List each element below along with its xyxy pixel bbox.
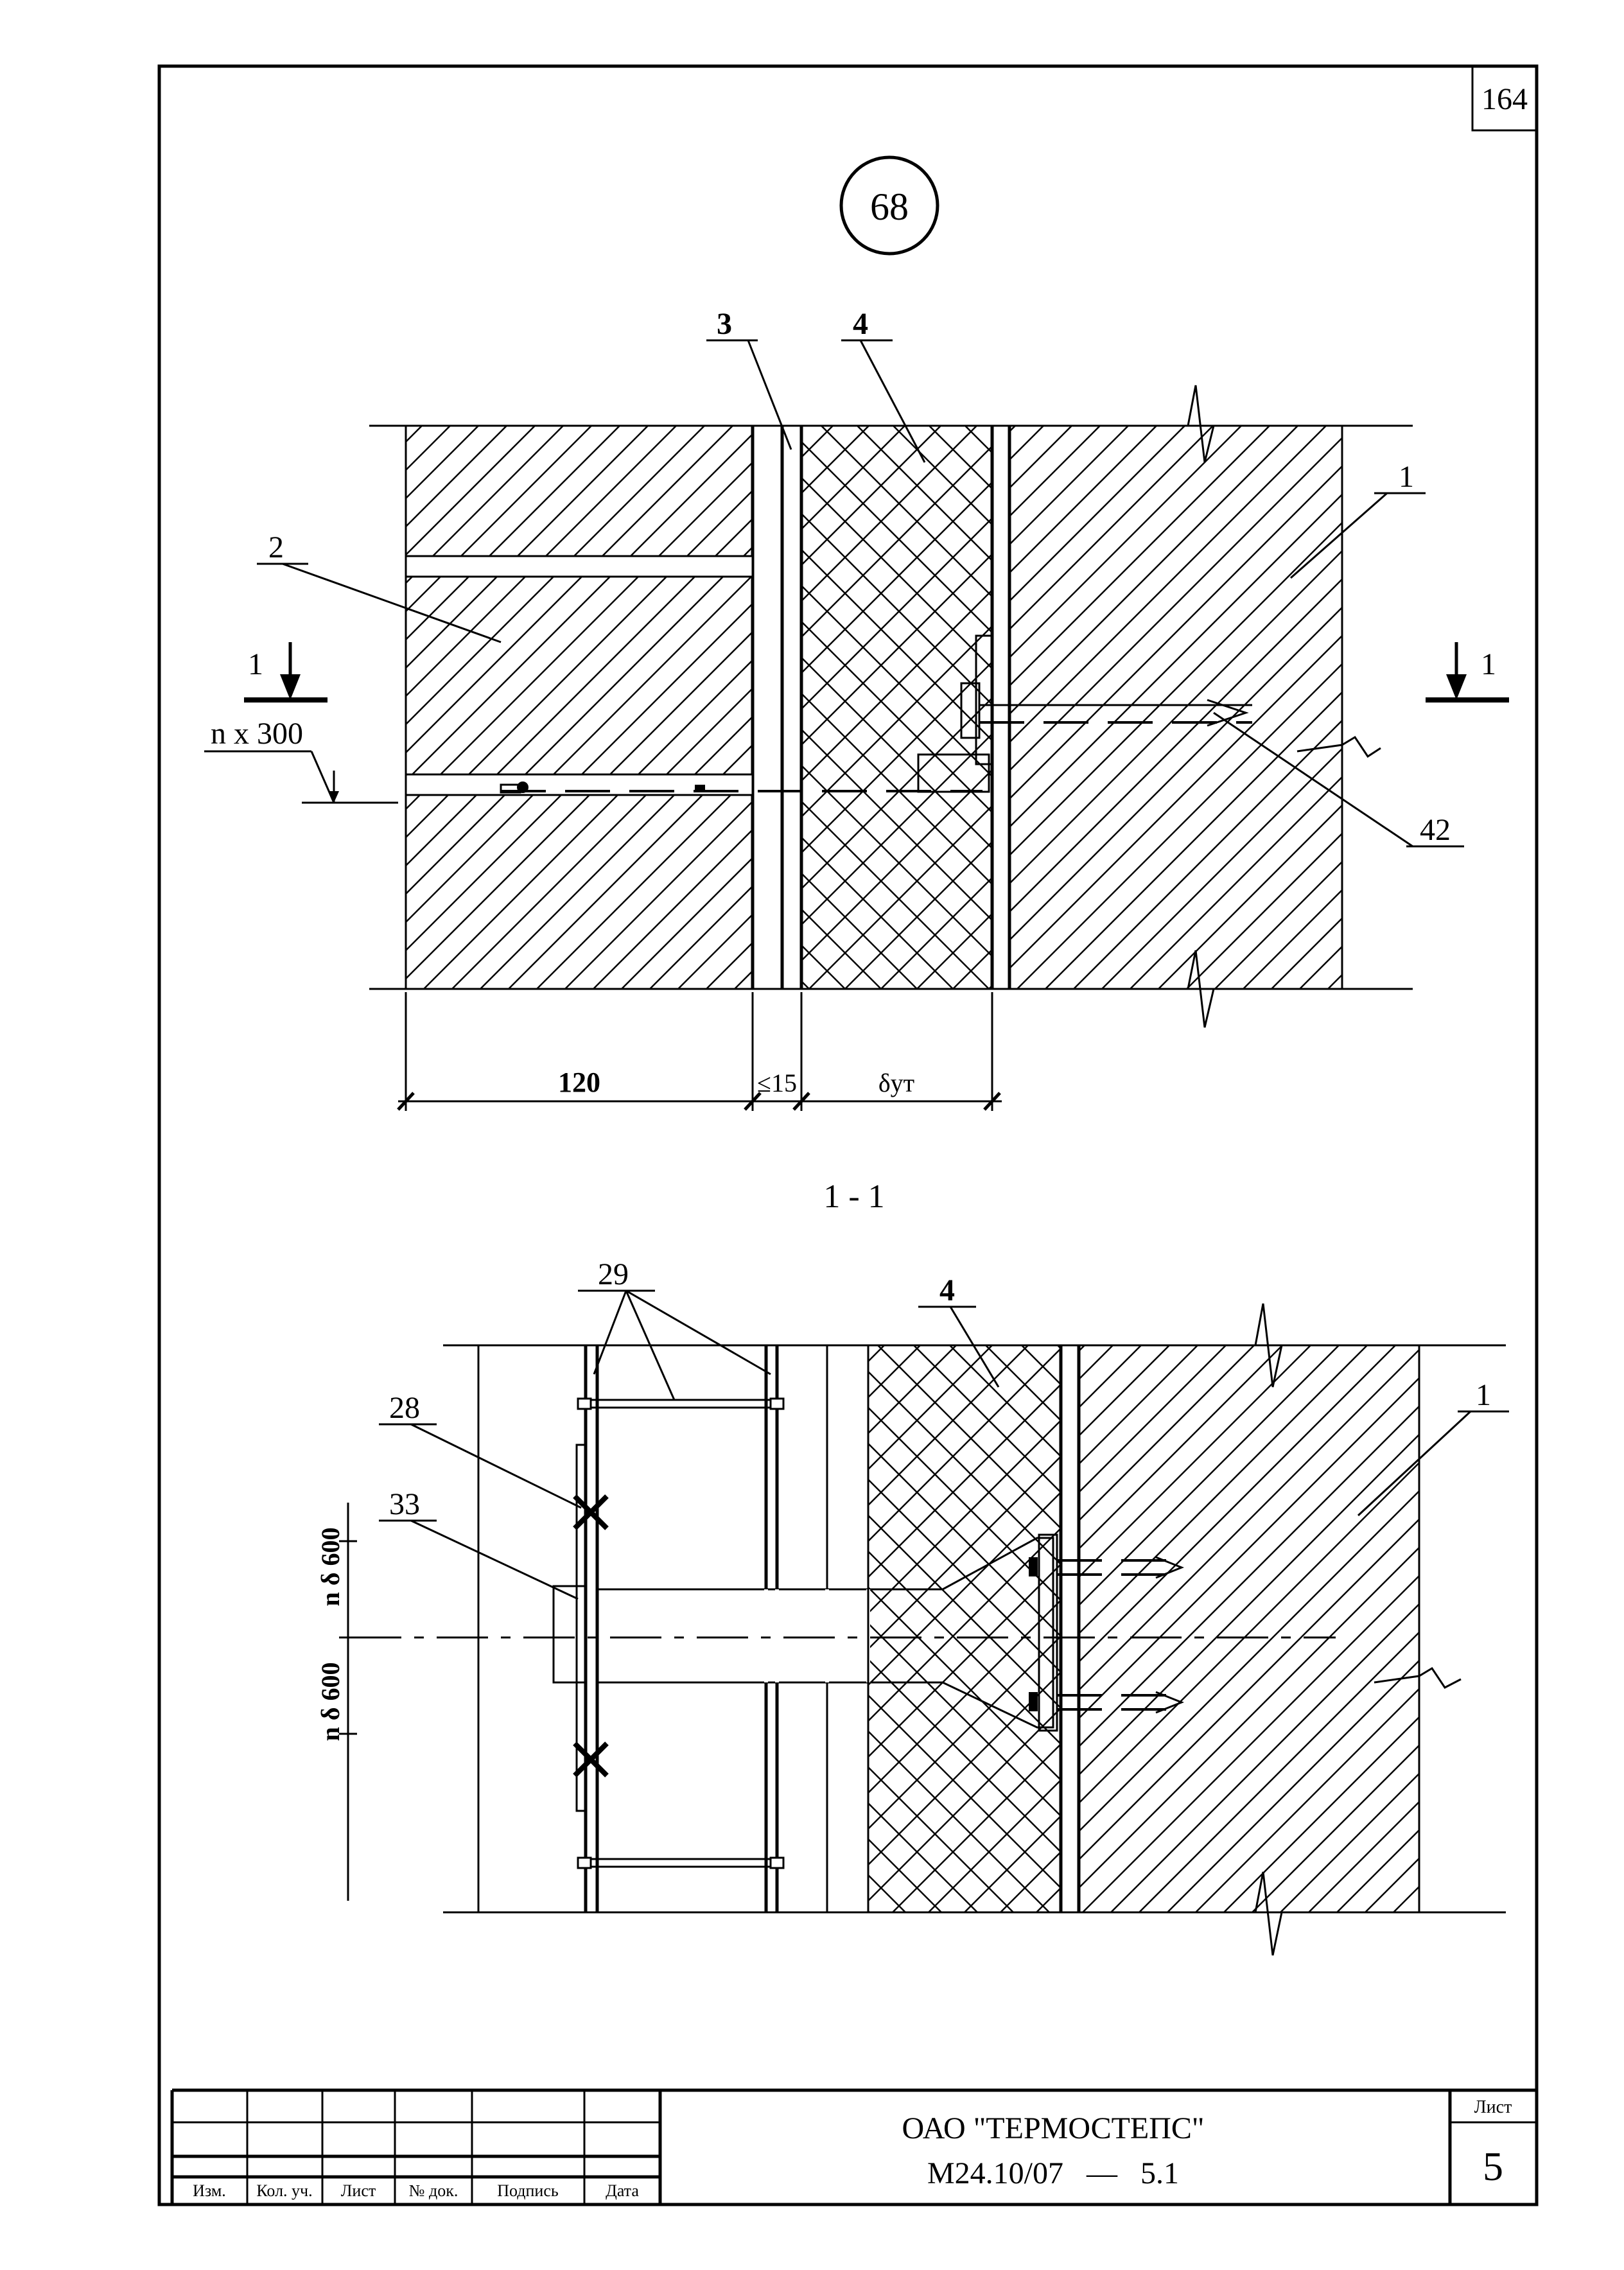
detail-number-circle [839,155,939,256]
dimension-insulation: δут [878,1069,914,1097]
bearing-wall-section [1079,1345,1419,1912]
header-izm: Изм. [193,2181,226,2200]
detail-number: 68 [870,186,909,228]
callout-33: 33 [389,1487,420,1521]
callout-3: 3 [717,307,732,341]
brick-facing [406,426,753,989]
bracket [596,1537,1054,1729]
organization-name: ОАО "ТЕРМОСТЕПС" [902,2111,1205,2145]
spacing-label-upper: n δ 600 [316,1527,345,1606]
dimension-air-gap: ≤15 [757,1069,797,1097]
section-view: 29 4 28 33 1 n δ 600 n δ 600 [316,1257,1509,1956]
sheet-number: 5 [1483,2143,1503,2189]
callout-29: 29 [598,1257,629,1291]
header-kol-uch: Кол. уч. [256,2181,312,2200]
section-mark-right: 1 [1481,647,1496,681]
page-number-box [1471,65,1538,132]
plan-view: 3 4 2 1 42 1 1 n x 300 [204,307,1509,1111]
header-signature: Подпись [497,2181,559,2200]
title-block: Изм. Кол. уч. Лист № док. Подпись Дата О… [170,2088,1537,2205]
header-date: Дата [606,2181,639,2200]
callout-1-section: 1 [1476,1378,1491,1412]
page-number: 164 [1481,82,1528,116]
callout-28: 28 [389,1391,420,1425]
spacing-label-lower: n δ 600 [316,1662,345,1741]
sheet-label: Лист [1474,2097,1512,2117]
sheet-frame [157,64,1539,2206]
callout-2: 2 [268,530,284,564]
insulation-layer [801,426,992,989]
bearing-wall [1009,426,1342,989]
callout-4-section: 4 [939,1273,955,1307]
dimension-120: 120 [558,1067,600,1098]
callout-42: 42 [1420,813,1451,847]
spacing-label-plan: n x 300 [211,717,303,751]
callout-4: 4 [853,307,868,341]
section-mark-left: 1 [248,647,263,681]
document-code: М24.10/07 — 5.1 [927,2156,1179,2190]
section-title: 1 - 1 [823,1178,884,1215]
header-list: Лист [341,2181,376,2200]
callout-1-plan: 1 [1399,460,1414,494]
header-doc-number: № док. [409,2181,458,2200]
